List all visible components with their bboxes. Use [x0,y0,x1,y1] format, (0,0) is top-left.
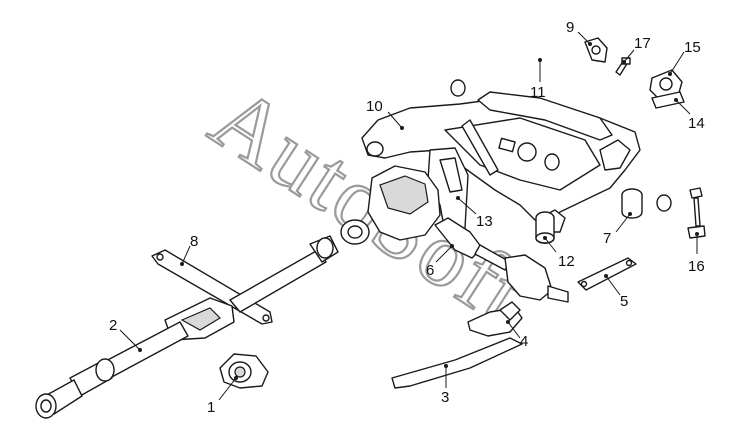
stabilizer-link [687,187,706,239]
callout-6: 6 [426,262,434,279]
heat-shield-strip [391,337,523,389]
shield-bracket [467,301,523,337]
callout-10: 10 [366,98,383,115]
half-shaft [434,217,569,303]
callout-17: 17 [634,35,651,52]
callout-1: 1 [207,399,215,416]
callout-14: 14 [688,115,705,132]
leader-lines [119,31,699,401]
callout-labels: 1 2 3 4 5 6 7 8 9 10 11 12 13 14 15 16 1… [109,19,705,416]
propeller-shaft [35,235,339,419]
link-plate [577,257,637,291]
stabilizer-bracket [649,69,685,109]
rubber-mount [621,188,643,219]
callout-13: 13 [476,213,493,230]
callout-5: 5 [620,293,628,310]
callout-8: 8 [190,233,198,250]
callout-2: 2 [109,317,117,334]
callout-15: 15 [684,39,701,56]
rear-subframe [361,91,641,233]
differential-housing [340,165,441,245]
callout-3: 3 [441,389,449,406]
callout-12: 12 [558,253,575,270]
callout-11: 11 [530,84,546,101]
callout-7: 7 [603,230,611,247]
center-support-bearing [219,353,269,389]
callout-9: 9 [566,19,574,36]
callout-16: 16 [688,258,705,275]
callout-4: 4 [520,333,528,350]
